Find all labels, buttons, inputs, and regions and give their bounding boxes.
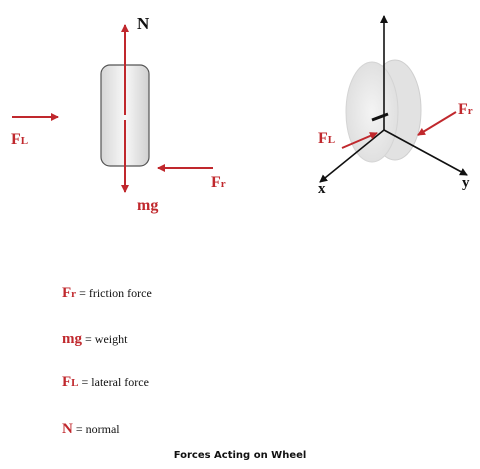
friction-3d-label: Fr xyxy=(458,101,473,118)
legend-item-weight: mg = weight xyxy=(62,331,127,348)
right-wheel-diagram: x y FL Fr xyxy=(318,15,473,197)
axle-mark xyxy=(371,112,389,122)
legend-symbol: N xyxy=(62,421,73,437)
normal-label: N xyxy=(137,14,150,33)
legend-equals: = xyxy=(81,375,89,389)
legend-symbol: Fr xyxy=(62,285,77,301)
legend-equals: = xyxy=(79,286,86,300)
legend-equals: = xyxy=(85,332,92,346)
friction-force-3d-arrow xyxy=(417,111,457,136)
legend-symbol: FL xyxy=(62,374,79,390)
legend-equals: = xyxy=(75,422,83,436)
legend-item-lateral: FL = lateral force xyxy=(62,374,149,391)
legend-item-friction: Fr = friction force xyxy=(62,285,152,302)
legend-description: lateral force xyxy=(91,375,149,389)
lateral-label: FL xyxy=(11,131,28,148)
y-axis xyxy=(383,129,468,176)
wheel-3d-face xyxy=(345,61,399,163)
legend-symbol: mg xyxy=(62,331,82,347)
left-wheel-diagram: N mg FL Fr xyxy=(11,14,226,214)
lateral-force-3d-arrow xyxy=(341,132,378,149)
legend-description: weight xyxy=(94,332,128,346)
axis-x-label: x xyxy=(318,181,326,197)
legend-description: normal xyxy=(85,422,120,436)
weight-label: mg xyxy=(137,197,158,214)
legend-description: friction force xyxy=(88,286,152,300)
lateral-3d-label: FL xyxy=(318,130,335,147)
legend-item-normal: N = normal xyxy=(62,421,120,438)
friction-label: Fr xyxy=(211,174,226,191)
axis-y-label: y xyxy=(462,175,470,191)
figure-caption: Forces Acting on Wheel xyxy=(173,450,307,461)
